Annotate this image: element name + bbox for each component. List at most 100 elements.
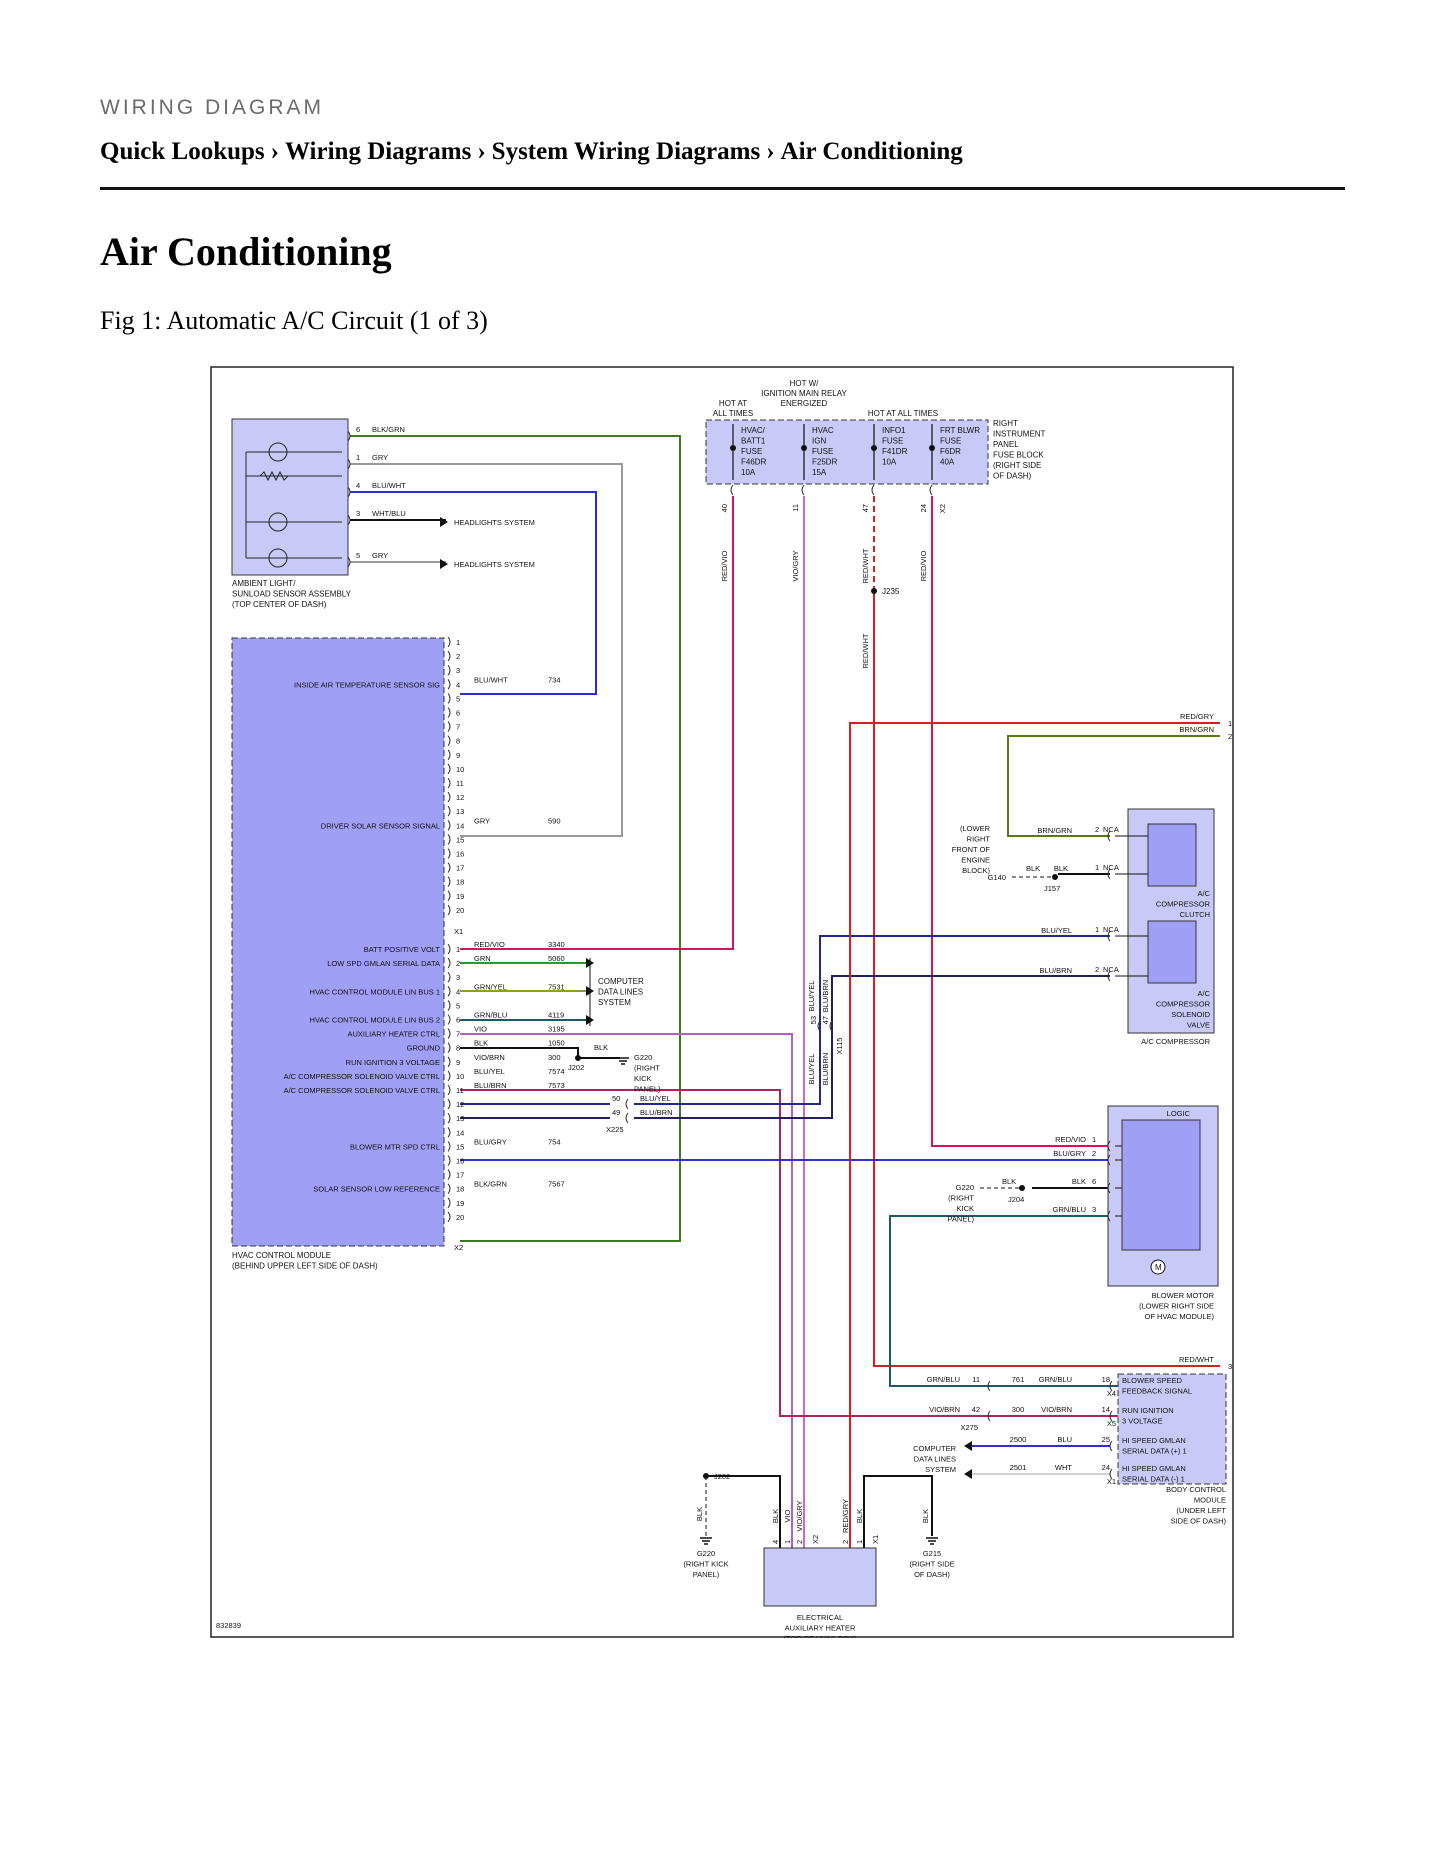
hvac-pin [447, 1084, 451, 1096]
ground-label: FRONT OF [952, 845, 991, 854]
hvac-pin-number: 16 [456, 850, 464, 859]
sensor-wire-label: BLK/GRN [372, 425, 405, 434]
hvac-pin [447, 1112, 451, 1124]
hvac-pin-number: 5 [456, 1001, 460, 1010]
wire-label: BLK [921, 1509, 930, 1523]
hvac-wire-label: VIO [474, 1025, 487, 1034]
wire-vio-brn [460, 1089, 1206, 1417]
compressor-valve-coil [1147, 920, 1197, 984]
hvac-wire-label: BLK [474, 1039, 488, 1048]
fuse-pin-number: 40 [720, 504, 729, 512]
hvac-signal-name: HVAC CONTROL MODULE LIN BUS 2 [310, 1016, 440, 1025]
compressor-clutch-coil [1147, 823, 1197, 887]
bcm-signal-name: SERIAL DATA (+) 1 [1122, 1447, 1187, 1456]
fuse-wire-label: RED/VIO [720, 550, 729, 581]
breadcrumb-item-air-conditioning[interactable]: Air Conditioning [780, 138, 963, 165]
wire-brn-grn [1007, 735, 1220, 837]
hvac-pin-number: 15 [456, 835, 464, 844]
fuse-label: 10A [882, 458, 897, 467]
fuse-wire-label: VIO/GRY [791, 550, 800, 581]
hvac-circuit-number: 754 [548, 1137, 561, 1146]
x115-pin-number: 53 [809, 1016, 818, 1024]
sensor-pin-number: 6 [356, 425, 360, 434]
compressor-valve-label: COMPRESSOR [1156, 1000, 1211, 1009]
hvac-pin [447, 1028, 451, 1039]
arrow-right [586, 986, 594, 996]
fuse-label: INFO1 [882, 426, 906, 435]
sunload-sensor [231, 418, 349, 576]
hvac-pin [447, 957, 451, 969]
hvac-wire-label: BLU/WHT [474, 675, 508, 684]
ground-label: RIGHT [967, 835, 991, 844]
fuse-hot-label: HOT AT ALL TIMES [868, 409, 938, 418]
hvac-signal-name: SOLAR SENSOR LOW REFERENCE [313, 1185, 440, 1194]
hvac-pin-number: 12 [456, 1100, 464, 1109]
hvac-signal-name: BLOWER MTR SPD CTRL [350, 1142, 440, 1151]
hvac-pin-number: 6 [456, 1016, 460, 1025]
hvac-pin [447, 819, 451, 831]
bcm-signal-name: 3 VOLTAGE [1122, 1417, 1163, 1426]
fuse-pin [871, 484, 875, 496]
hvac-pin [447, 1000, 451, 1011]
fuse-label: 15A [812, 468, 827, 477]
ground-label: PANEL) [634, 1085, 661, 1094]
hvac-pin [447, 664, 451, 676]
hvac-circuit-number: 7573 [548, 1081, 565, 1090]
fuse-pin-number: 11 [791, 504, 800, 512]
bcm-signal-name: HI SPEED GMLAN [1122, 1464, 1186, 1473]
hvac-pin-number: 19 [456, 892, 464, 901]
fuse-pin [730, 484, 734, 496]
blower-pin-number: 2 [1092, 1149, 1096, 1158]
ground-id: G140 [988, 873, 1006, 882]
fuse-label: F46DR [741, 458, 767, 467]
breadcrumb-item-wiring-diagrams[interactable]: Wiring Diagrams [285, 138, 472, 165]
hvac-wire-label: RED/VIO [474, 940, 505, 949]
fuse-label: BATT1 [741, 437, 766, 446]
fuse-dot [730, 445, 736, 451]
hvac-pin-number: 16 [456, 1157, 464, 1166]
aux-heater-label: ELECTRICAL [797, 1613, 843, 1622]
hvac-pin [447, 971, 451, 983]
hvac-pin-number: 3 [456, 666, 460, 675]
breadcrumb-item-system-wiring-diagrams[interactable]: System Wiring Diagrams [491, 138, 761, 165]
hvac-connector-label: X1 [454, 927, 463, 936]
hvac-pin [447, 1098, 451, 1110]
fuse-label: 40A [940, 458, 955, 467]
hvac-signal-name: DRIVER SOLAR SENSOR SIGNAL [321, 821, 440, 830]
hvac-pin-number: 10 [456, 1072, 464, 1081]
sensor-wire-label: BLU/WHT [372, 481, 406, 490]
hvac-pin [447, 1211, 451, 1223]
computer-data-lines-label: SYSTEM [598, 998, 631, 1007]
bcm-circuit-number: 300 [1012, 1405, 1025, 1414]
motor-label: M [1155, 1263, 1162, 1272]
wire-blu-brn [634, 975, 1110, 1119]
hvac-pin-number: 13 [456, 1114, 464, 1123]
fuse-hot-label: ALL TIMES [713, 409, 753, 418]
arrow-right [440, 559, 448, 569]
bcm-label: SIDE OF DASH) [1171, 1517, 1227, 1526]
compressor-pin [1107, 830, 1111, 842]
breadcrumb-separator: › [477, 138, 486, 165]
x115-pin-number: 47 [821, 1016, 830, 1024]
fuse-label: HVAC/ [741, 426, 766, 435]
hvac-signal-name: LOW SPD GMLAN SERIAL DATA [327, 959, 440, 968]
compressor-nca: NCA [1103, 965, 1119, 974]
fuse-label: FUSE [940, 437, 961, 446]
offpage-wire-label: RED/GRY [1180, 712, 1214, 721]
breadcrumb-item-quick-lookups[interactable]: Quick Lookups [100, 138, 265, 165]
computer-data-lines-label: DATA LINES [598, 988, 643, 997]
headlights-system-label: HEADLIGHTS SYSTEM [454, 518, 535, 527]
wire-label: BLU/BRN [821, 1053, 830, 1086]
hvac-signal-name: BATT POSITIVE VOLT [364, 945, 441, 954]
ground-label: PANEL) [947, 1215, 974, 1224]
ground-label: G220 [634, 1053, 652, 1062]
ground-label: KICK [634, 1074, 652, 1083]
fuse-pin [801, 484, 805, 496]
hvac-pin [447, 791, 451, 803]
computer-data-lines-label: DATA LINES [914, 1455, 956, 1464]
wire-label: BLU/GRY [1053, 1149, 1086, 1158]
hvac-pin-number: 7 [456, 723, 460, 732]
compressor-valve-label: A/C [1197, 989, 1210, 998]
wire-label: VIO/BRN [1041, 1405, 1072, 1414]
x225-label: X225 [606, 1125, 624, 1134]
